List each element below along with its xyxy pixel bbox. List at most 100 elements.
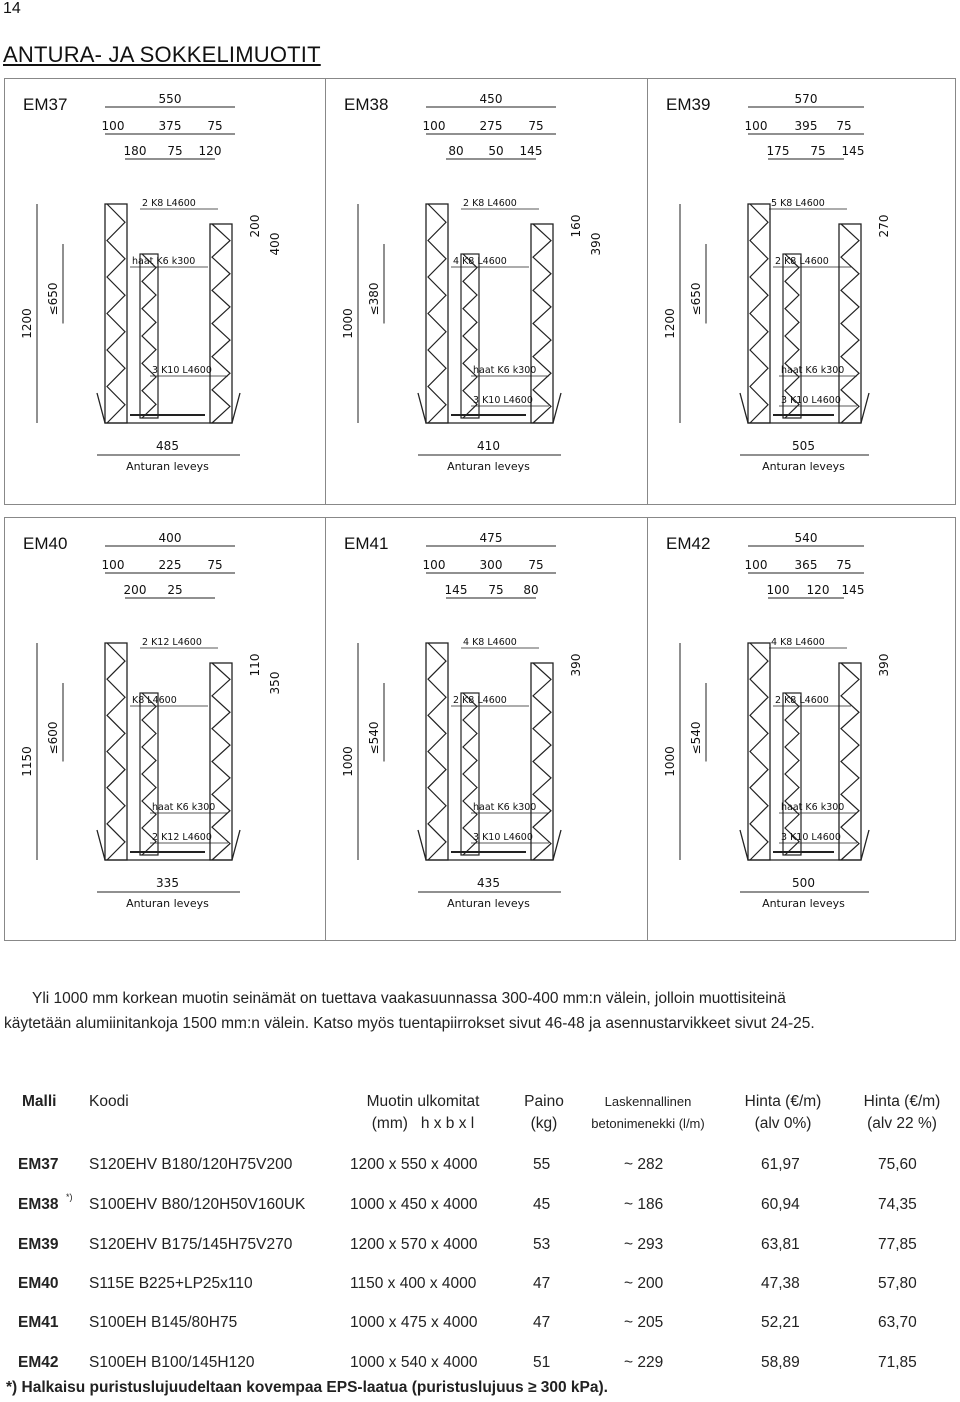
formwork-core: [460, 692, 480, 856]
header-hinta22-line2: (alv 22 %): [867, 1115, 937, 1132]
dimension-label: ≤650: [46, 283, 60, 316]
cell-hinta-alv22: 77,85: [878, 1236, 917, 1253]
dimension-label: 1200: [663, 308, 677, 339]
dimension-label: 200: [248, 215, 262, 238]
width-value: 435: [477, 876, 500, 890]
truss-zigzag: [749, 642, 769, 861]
dimension-label: ≤540: [367, 722, 381, 755]
header-hinta-alv0: Hinta (€/m)(alv 0%): [733, 1091, 833, 1135]
dimension-label: ≤650: [689, 283, 703, 316]
dimension-label: 225: [159, 558, 182, 572]
dimension-label: 200: [124, 583, 147, 597]
cell-malli: EM37: [18, 1156, 59, 1173]
header-hinta0-line1: Hinta (€/m): [744, 1093, 822, 1110]
cell-betonimenekki: ~ 282: [624, 1156, 664, 1173]
dimension-label: 145: [842, 144, 865, 158]
cell-paino: 51: [533, 1354, 551, 1371]
rebar-annotation: 2 K8 L4600: [775, 695, 829, 706]
rebar-annotation: 5 K8 L4600: [771, 198, 825, 209]
rebar-annotation: 3 K10 L4600: [781, 395, 841, 406]
truss-zigzag: [427, 203, 447, 424]
formwork-wall-left: [747, 642, 771, 861]
dimension-label: 25: [167, 583, 182, 597]
cell-mitat: 1200 x 550 x 4000: [350, 1156, 478, 1173]
dimension-label: 75: [836, 558, 851, 572]
cell-malli: EM41: [18, 1314, 59, 1331]
cell-koodi: S100EH B100/145H120: [89, 1354, 255, 1371]
footing-outline: [417, 392, 562, 424]
cell-koodi: S120EHV B180/120H75V200: [89, 1156, 293, 1173]
truss-zigzag: [427, 642, 447, 861]
dimension-label: 300: [480, 558, 503, 572]
dimension-label: 75: [207, 558, 222, 572]
formwork-core: [782, 253, 802, 419]
dimension-label: 100: [102, 119, 125, 133]
page-title: ANTURA- JA SOKKELIMUOTIT: [3, 42, 321, 67]
cell-paino: 53: [533, 1236, 551, 1253]
width-label: Anturan leveys: [126, 897, 209, 910]
formwork-wall-right: [209, 662, 233, 861]
diagram-label: EM37: [23, 95, 68, 114]
width-label: Anturan leveys: [762, 460, 845, 473]
dimension-label: 145: [445, 583, 468, 597]
formwork-wall-right: [838, 223, 862, 424]
width-value: 485: [156, 439, 179, 453]
rebar-annotation: haat K6 k300: [132, 256, 195, 267]
dimension-label: 550: [159, 92, 182, 106]
dimension-label: 100: [745, 119, 768, 133]
header-muotin-line1: Muotin ulkomitat: [366, 1093, 480, 1110]
dimension-label: ≤540: [689, 722, 703, 755]
dimension-label: 160: [569, 215, 583, 238]
cell-betonimenekki: ~ 293: [624, 1236, 664, 1253]
truss-zigzag: [784, 692, 800, 856]
truss-zigzag: [532, 223, 552, 424]
truss-zigzag: [840, 223, 860, 424]
cell-malli: EM42: [18, 1354, 59, 1371]
dimension-label: 375: [159, 119, 182, 133]
cell-hinta-alv22: 63,70: [878, 1314, 917, 1331]
dimension-label: 100: [423, 119, 446, 133]
truss-zigzag: [141, 253, 157, 419]
dimension-label: 390: [589, 233, 603, 256]
cell-koodi: S100EH B145/80H75: [89, 1314, 238, 1331]
dimension-label: 75: [528, 119, 543, 133]
cell-hinta-alv22: 75,60: [878, 1156, 917, 1173]
dimension-label: 1000: [663, 746, 677, 777]
footing-outline: [417, 829, 562, 861]
formwork-wall-right: [838, 662, 862, 861]
header-paino: Paino(kg): [516, 1091, 572, 1135]
cell-paino: 55: [533, 1156, 551, 1173]
rebar-annotation: 4 K8 L4600: [463, 637, 517, 648]
page-number: 14: [3, 0, 21, 17]
diagram-label: EM42: [666, 534, 711, 553]
dimension-label: 395: [795, 119, 818, 133]
truss-zigzag: [106, 203, 126, 424]
cell-koodi: S100EHV B80/120H50V160UK: [89, 1196, 306, 1213]
rebar-annotation: haat K6 k300: [473, 365, 536, 376]
dimension-label: 475: [480, 531, 503, 545]
rebar-annotation: 3 K10 L4600: [152, 365, 212, 376]
width-value: 500: [792, 876, 815, 890]
rebar-annotation: 3 K10 L4600: [781, 832, 841, 843]
dimension-label: 80: [523, 583, 538, 597]
cell-betonimenekki: ~ 229: [624, 1354, 664, 1371]
header-betoni-line2: betonimenekki (l/m): [591, 1116, 705, 1131]
note-line: Yli 1000 mm korkean muotin seinämät on t…: [32, 990, 786, 1007]
diagram-label: EM39: [666, 95, 711, 114]
header-paino-line1: Paino: [524, 1093, 564, 1110]
diagram-label: EM40: [23, 534, 68, 553]
dimension-label: 75: [810, 144, 825, 158]
truss-zigzag: [749, 203, 769, 424]
formwork-core: [782, 692, 802, 856]
truss-zigzag: [784, 253, 800, 419]
cell-hinta-alv22: 57,80: [878, 1275, 917, 1292]
dimension-label: 145: [842, 583, 865, 597]
width-label: Anturan leveys: [447, 897, 530, 910]
dimension-label: 120: [807, 583, 830, 597]
cell-hinta-alv0: 61,97: [761, 1156, 800, 1173]
